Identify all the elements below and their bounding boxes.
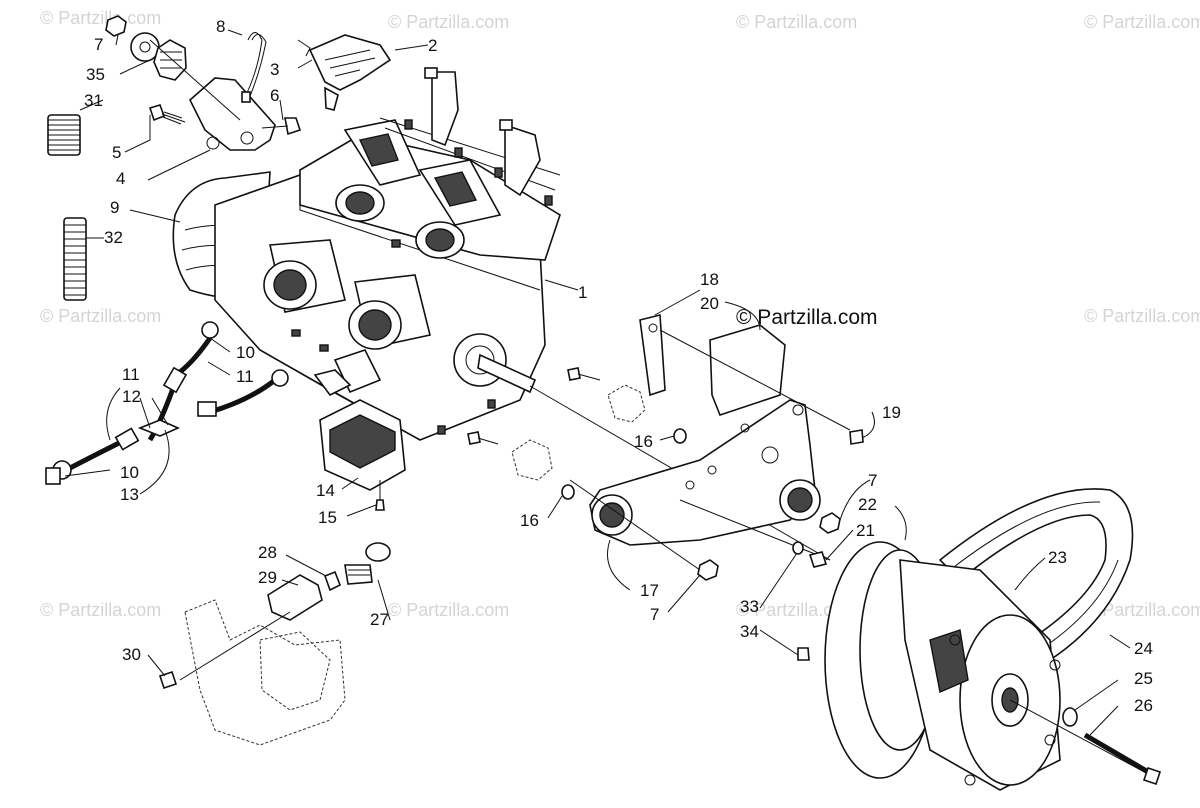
callout-21: 21 xyxy=(856,521,875,540)
watermark: © Partzilla.com xyxy=(40,8,162,28)
bracket-18 xyxy=(639,313,666,397)
bolt-19 xyxy=(849,429,864,445)
watermark: © Partzilla.com xyxy=(388,12,510,32)
callout-35: 35 xyxy=(86,65,105,84)
callout-23: 23 xyxy=(1048,548,1067,567)
bolt-34 xyxy=(797,647,810,661)
watermark: © Partzilla.com xyxy=(1084,600,1200,620)
callout-27: 27 xyxy=(370,610,389,629)
callout-16-lower: 16 xyxy=(520,511,539,530)
fuel-lines xyxy=(45,321,289,485)
callout-30: 30 xyxy=(122,645,141,664)
washer-33 xyxy=(792,541,804,555)
callout-4: 4 xyxy=(116,169,125,188)
clutch-23 xyxy=(899,559,1061,791)
callout-16-upper: 16 xyxy=(634,432,653,451)
bolt-21 xyxy=(808,551,828,568)
callout-7-right: 7 xyxy=(868,471,877,490)
callout-12: 12 xyxy=(122,387,141,406)
callout-32: 32 xyxy=(104,228,123,247)
mount-plate-17 xyxy=(589,399,821,546)
callout-10-lower: 10 xyxy=(120,463,139,482)
callout-33: 33 xyxy=(740,597,759,616)
washer-25 xyxy=(1062,707,1078,727)
callout-20: 20 xyxy=(700,294,719,313)
callout-26: 26 xyxy=(1134,696,1153,715)
watermark: © Partzilla.com xyxy=(736,600,858,620)
callout-3: 3 xyxy=(270,60,279,79)
callout-18: 18 xyxy=(700,270,719,289)
callout-11-left: 11 xyxy=(122,365,140,384)
callout-19: 19 xyxy=(882,403,901,422)
callout-9: 9 xyxy=(110,198,119,217)
watermark: © Partzilla.com xyxy=(736,12,858,32)
lower-left-hardware xyxy=(158,542,391,746)
watermark: © Partzilla.com xyxy=(1084,12,1200,32)
callout-7-lower: 7 xyxy=(650,605,659,624)
watermark: © Partzilla.com xyxy=(1084,306,1200,326)
callout-2: 2 xyxy=(428,36,437,55)
callout-leaders xyxy=(64,29,1131,736)
watermark: © Partzilla.com xyxy=(388,600,510,620)
bolt-26 xyxy=(1009,699,1162,786)
callout-17: 17 xyxy=(640,581,659,600)
callout-31: 31 xyxy=(84,91,103,110)
spring-32 xyxy=(63,217,87,301)
upper-left-hardware xyxy=(105,15,302,151)
callout-24: 24 xyxy=(1134,639,1153,658)
nut-7-right xyxy=(819,512,841,534)
guard-20 xyxy=(709,324,786,416)
callout-34: 34 xyxy=(740,622,759,641)
handle-2 xyxy=(297,34,392,111)
callout-8: 8 xyxy=(216,17,225,36)
callout-11-right: 11 xyxy=(236,367,254,386)
callout-5: 5 xyxy=(112,143,121,162)
callout-1: 1 xyxy=(578,283,587,302)
callout-10-upper: 10 xyxy=(236,343,255,362)
sprocket-upper xyxy=(567,367,687,444)
brand-label: © Partzilla.com xyxy=(736,306,878,329)
spring-31 xyxy=(47,114,81,156)
callout-22: 22 xyxy=(858,495,877,514)
callout-14: 14 xyxy=(316,481,335,500)
callout-25: 25 xyxy=(1134,669,1153,688)
callout-6: 6 xyxy=(270,86,279,105)
nut-7-lower xyxy=(697,559,719,581)
sprocket-lower xyxy=(467,431,575,500)
watermark: © Partzilla.com xyxy=(40,600,162,620)
engine-assembly xyxy=(172,67,831,561)
callout-15: 15 xyxy=(318,508,337,527)
callout-29: 29 xyxy=(258,568,277,587)
callout-28: 28 xyxy=(258,543,277,562)
callout-7-top: 7 xyxy=(94,35,103,54)
callout-13: 13 xyxy=(120,485,139,504)
watermark: © Partzilla.com xyxy=(40,306,162,326)
callout-numbers: 1 2 3 4 5 6 7 8 9 10 10 11 11 12 13 14 1… xyxy=(84,17,1153,715)
box-14 xyxy=(313,369,406,511)
